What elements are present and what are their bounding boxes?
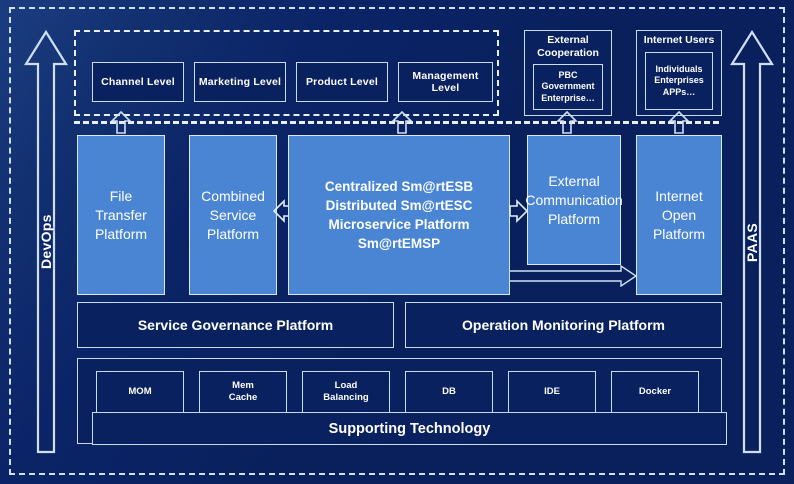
platform-external-communication-line1: External xyxy=(548,172,600,189)
platform-combined-service-line2: Service xyxy=(209,206,257,223)
up-arrow-icon-internet-users xyxy=(668,110,690,134)
platform-esb-line1: Centralized Sm@rtESB xyxy=(324,179,474,194)
tech-box-db-line1: DB xyxy=(442,386,456,397)
level-box-channel-label: Channel Level xyxy=(101,76,175,88)
paas-arrow: PAAS xyxy=(730,28,774,456)
level-box-channel[interactable]: Channel Level xyxy=(92,62,184,102)
platform-esb-line2: Distributed Sm@rtESC xyxy=(325,198,473,213)
bar-service-governance-label: Service Governance Platform xyxy=(137,317,334,333)
devops-arrow-label: DevOps xyxy=(38,214,54,270)
platform-file-transfer[interactable]: File Transfer Platform xyxy=(77,135,165,295)
platform-file-transfer-line3: Platform xyxy=(94,225,148,242)
level-box-product[interactable]: Product Level xyxy=(296,62,388,102)
tech-box-mom[interactable]: MOM xyxy=(96,371,184,413)
supporting-technology-bar[interactable]: Supporting Technology xyxy=(92,412,727,445)
platform-internet-open-line2: Open xyxy=(661,206,697,223)
tech-box-docker[interactable]: Docker xyxy=(611,371,699,413)
bar-operation-monitoring[interactable]: Operation Monitoring Platform xyxy=(405,302,722,348)
actor-internet-users[interactable]: Internet Users Individuals Enterprises A… xyxy=(636,30,722,116)
tech-box-mem-cache-line1: Mem xyxy=(232,380,254,391)
platform-combined-service-line1: Combined xyxy=(201,187,265,204)
right-arrow-icon-open-platform-flow xyxy=(509,265,637,287)
tech-box-docker-line1: Docker xyxy=(638,386,672,397)
layer-separator-dashed xyxy=(74,121,719,124)
platform-combined-service[interactable]: Combined Service Platform xyxy=(189,135,277,295)
tech-box-mem-cache-line2: Cache xyxy=(228,392,258,403)
actor-external-cooperation-detail: PBC Government Enterprise… xyxy=(533,64,603,110)
bar-service-governance[interactable]: Service Governance Platform xyxy=(77,302,394,348)
actor-external-cooperation-title: External Cooperation xyxy=(525,34,611,60)
platform-internet-open[interactable]: Internet Open Platform xyxy=(636,135,722,295)
level-box-marketing[interactable]: Marketing Level xyxy=(194,62,286,102)
business-level-group xyxy=(74,30,499,116)
level-box-marketing-label: Marketing Level xyxy=(198,76,282,88)
supporting-technology-bar-label: Supporting Technology xyxy=(328,420,491,437)
tech-box-db[interactable]: DB xyxy=(405,371,493,413)
tech-box-mem-cache[interactable]: Mem Cache xyxy=(199,371,287,413)
level-box-management[interactable]: Management Level xyxy=(398,62,493,102)
outer-dashed-frame xyxy=(9,7,785,475)
actor-external-cooperation-title-text: External Cooperation xyxy=(537,34,599,59)
platform-external-communication[interactable]: External Communication Platform xyxy=(525,135,623,265)
right-arrow-icon-external-flow xyxy=(509,198,529,224)
tech-box-ide-line1: IDE xyxy=(544,386,560,397)
platform-esb-line3: Microservice Platform Sm@rtEMSP xyxy=(328,217,470,251)
actor-external-cooperation[interactable]: External Cooperation PBC Government Ente… xyxy=(524,30,612,116)
tech-box-mom-line1: MOM xyxy=(128,386,152,397)
tech-box-load-balancing-line2: Balancing xyxy=(323,392,369,403)
platform-file-transfer-line1: File xyxy=(109,187,133,204)
up-arrow-icon-management xyxy=(391,110,413,134)
bar-operation-monitoring-label: Operation Monitoring Platform xyxy=(462,317,665,333)
platform-internet-open-line3: Platform xyxy=(652,225,706,242)
up-arrow-icon-channel xyxy=(110,110,132,134)
devops-arrow: DevOps xyxy=(24,28,68,456)
actor-internet-users-detail-text: Individuals Enterprises APPs… xyxy=(654,63,704,97)
level-box-product-label: Product Level xyxy=(305,76,379,88)
up-arrow-icon-external-cooperation xyxy=(556,110,578,134)
platform-file-transfer-line2: Transfer xyxy=(95,206,147,223)
tech-box-load-balancing-line1: Load xyxy=(334,380,358,391)
paas-arrow-label: PAAS xyxy=(744,222,760,262)
tech-box-load-balancing[interactable]: Load Balancing xyxy=(302,371,390,413)
level-box-management-label: Management Level xyxy=(412,70,479,94)
actor-external-cooperation-detail-text: PBC Government Enterprise… xyxy=(541,69,595,103)
platform-external-communication-line3: Platform xyxy=(547,210,601,227)
platform-esb-esc-emsp[interactable]: Centralized Sm@rtESB Distributed Sm@rtES… xyxy=(288,135,510,295)
platform-external-communication-line2: Communication xyxy=(525,191,623,208)
platform-internet-open-line1: Internet xyxy=(655,187,703,204)
actor-internet-users-detail: Individuals Enterprises APPs… xyxy=(645,52,713,110)
actor-internet-users-title-text: Internet Users xyxy=(643,34,715,46)
actor-internet-users-title: Internet Users xyxy=(637,34,721,47)
tech-box-ide[interactable]: IDE xyxy=(508,371,596,413)
platform-combined-service-line3: Platform xyxy=(206,225,260,242)
